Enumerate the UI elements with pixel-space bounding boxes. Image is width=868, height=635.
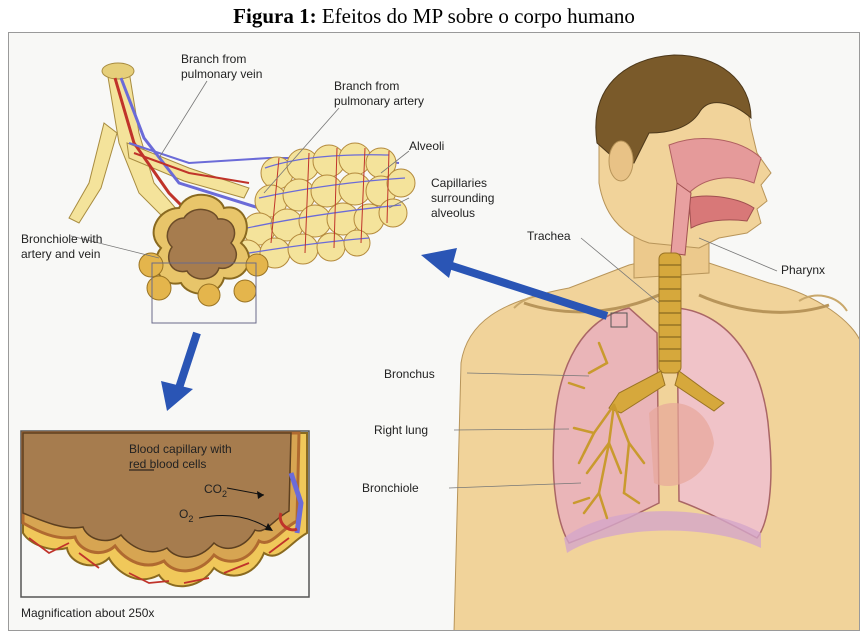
label-magnification: Magnification about 250x [21,606,154,620]
label-bronchiole-av-2: artery and vein [21,247,100,261]
label-bronchiole-av-1: Bronchiole with [21,232,102,246]
label-bronchiole: Bronchiole [362,481,419,495]
figure-number: Figura 1: [233,4,316,28]
label-capillaries-3: alveolus [431,206,475,220]
label-branch-vein-1: Branch from [181,52,246,66]
label-capillaries-2: surrounding [431,191,494,205]
label-branch-artery-1: Branch from [334,79,399,93]
label-right-lung: Right lung [374,423,428,437]
label-alveoli: Alveoli [409,139,444,153]
label-trachea: Trachea [527,229,571,243]
anatomy-figure: Branch from pulmonary vein Branch from p… [8,32,860,631]
respiratory-diagram: Branch from pulmonary vein Branch from p… [9,33,860,631]
ear [609,141,633,181]
figure-caption: Figura 1: Efeitos do MP sobre o corpo hu… [0,2,868,30]
label-pharynx: Pharynx [781,263,825,277]
label-blood-capillary-2: red blood cells [129,457,206,471]
label-bronchus: Bronchus [384,367,435,381]
label-blood-capillary-1: Blood capillary with [129,442,232,456]
label-branch-vein-2: pulmonary vein [181,67,262,81]
figure-title: Efeitos do MP sobre o corpo humano [317,4,635,28]
label-capillaries-1: Capillaries [431,176,487,190]
arrow-to-magnification [161,333,197,411]
label-branch-artery-2: pulmonary artery [334,94,424,108]
